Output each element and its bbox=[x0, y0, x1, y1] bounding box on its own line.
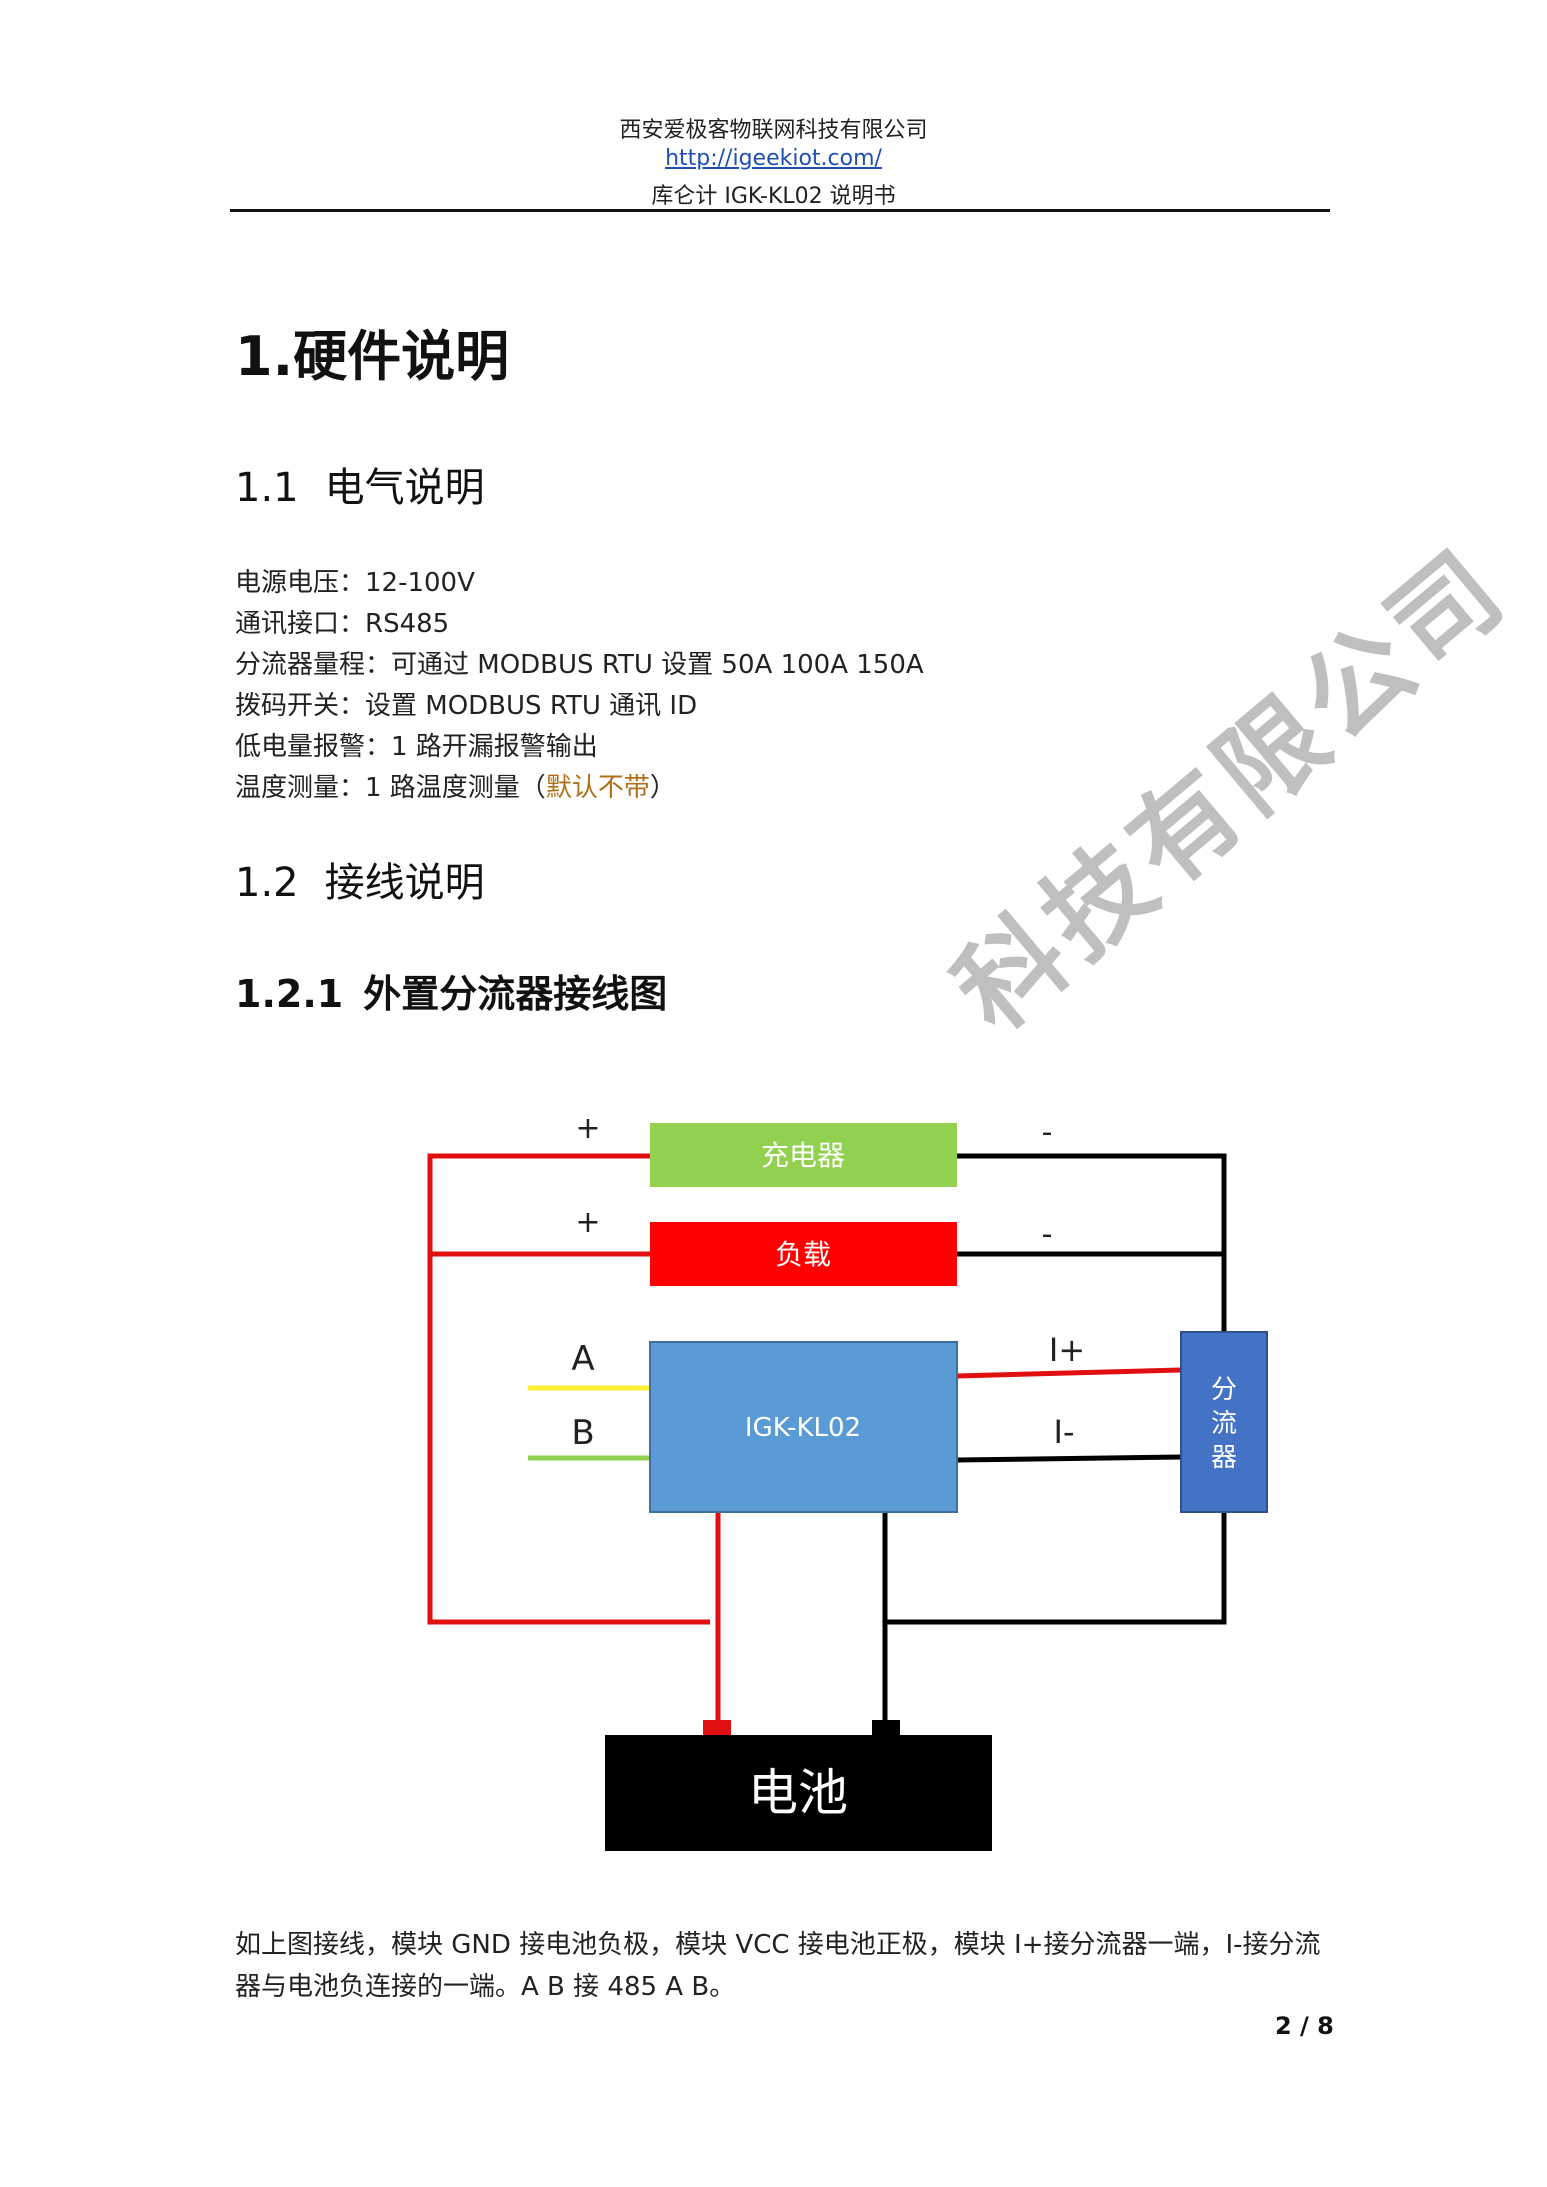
charger-plus-label: + bbox=[575, 1111, 600, 1146]
header-rule bbox=[230, 209, 1330, 212]
section-1-2-1-heading: 1.2.1 外置分流器接线图 bbox=[235, 963, 667, 1018]
battery-negative-terminal bbox=[872, 1720, 900, 1736]
header-doc-title: 库仑计 IGK-KL02 说明书 bbox=[651, 184, 896, 209]
module-label: IGK-KL02 bbox=[745, 1413, 861, 1443]
wire-i-plus bbox=[956, 1367, 1182, 1379]
shunt-label-char-2: 流 bbox=[1211, 1409, 1237, 1439]
watermark-text: 科技有限公司 bbox=[931, 523, 1530, 1054]
section-1-heading: 1.硬件说明 bbox=[235, 325, 510, 388]
section-1-1-heading: 1.1 电气说明 bbox=[235, 455, 485, 513]
wire-i-minus bbox=[956, 1454, 1182, 1463]
i-minus-label: I- bbox=[1054, 1413, 1075, 1451]
battery-positive-terminal bbox=[703, 1720, 731, 1736]
i-plus-label: I+ bbox=[1049, 1331, 1085, 1369]
load-minus-label: - bbox=[1042, 1217, 1053, 1252]
header-company: 西安爱极客物联网科技有限公司 bbox=[619, 118, 928, 143]
load-box bbox=[650, 1222, 957, 1286]
spec-temperature: 温度测量：1 路温度测量（默认不带） bbox=[235, 767, 676, 804]
charger-box bbox=[650, 1123, 957, 1187]
spec-dip-switch: 拨码开关：设置 MODBUS RTU 通讯 ID bbox=[235, 691, 698, 721]
spec-power-voltage: 电源电压：12-100V bbox=[235, 568, 475, 598]
b-label: B bbox=[571, 1413, 594, 1453]
a-label: A bbox=[571, 1339, 594, 1379]
page-number: 2 / 8 bbox=[1275, 2012, 1334, 2040]
load-label: 负载 bbox=[775, 1238, 831, 1271]
spec-comm-interface: 通讯接口：RS485 bbox=[235, 609, 450, 639]
load-plus-label: + bbox=[575, 1205, 600, 1240]
wire-charger-positive bbox=[427, 1153, 710, 1625]
section-1-2-title: 接线说明 bbox=[324, 860, 485, 906]
charger-minus-label: - bbox=[1042, 1115, 1053, 1150]
wiring-description: 如上图接线，模块 GND 接电池负极，模块 VCC 接电池正极，模块 I+接分流… bbox=[235, 1930, 1321, 2002]
section-1-2-heading: 1.2 接线说明 bbox=[235, 850, 485, 908]
wire-shunt-to-battery bbox=[885, 1512, 1227, 1625]
charger-label: 充电器 bbox=[761, 1139, 845, 1172]
battery-label: 电池 bbox=[748, 1764, 848, 1822]
shunt-box bbox=[1180, 1331, 1268, 1513]
module-box bbox=[649, 1341, 958, 1513]
spec-shunt-range: 分流器量程：可通过 MODBUS RTU 设置 50A 100A 150A bbox=[235, 650, 924, 680]
section-1-2-1-number: 1.2.1 bbox=[235, 972, 344, 1016]
header-url-link[interactable]: http://igeekiot.com/ bbox=[665, 146, 882, 171]
section-1-2-1-title: 外置分流器接线图 bbox=[363, 972, 668, 1016]
spec-temperature-text: 温度测量：1 路温度测量（ bbox=[235, 773, 546, 803]
spec-temperature-default-note: 默认不带 bbox=[545, 773, 650, 803]
spec-temperature-suffix: ） bbox=[649, 773, 676, 803]
section-1-2-number: 1.2 bbox=[235, 860, 299, 906]
spec-low-battery-alarm: 低电量报警：1 路开漏报警输出 bbox=[235, 732, 598, 762]
section-1-1-number: 1.1 bbox=[235, 465, 299, 511]
wire-charger-negative bbox=[957, 1153, 1227, 1332]
shunt-label-char-3: 器 bbox=[1211, 1443, 1237, 1473]
battery-box bbox=[605, 1735, 992, 1851]
section-1-1-title: 电气说明 bbox=[324, 465, 485, 511]
shunt-label-char-1: 分 bbox=[1211, 1375, 1237, 1405]
